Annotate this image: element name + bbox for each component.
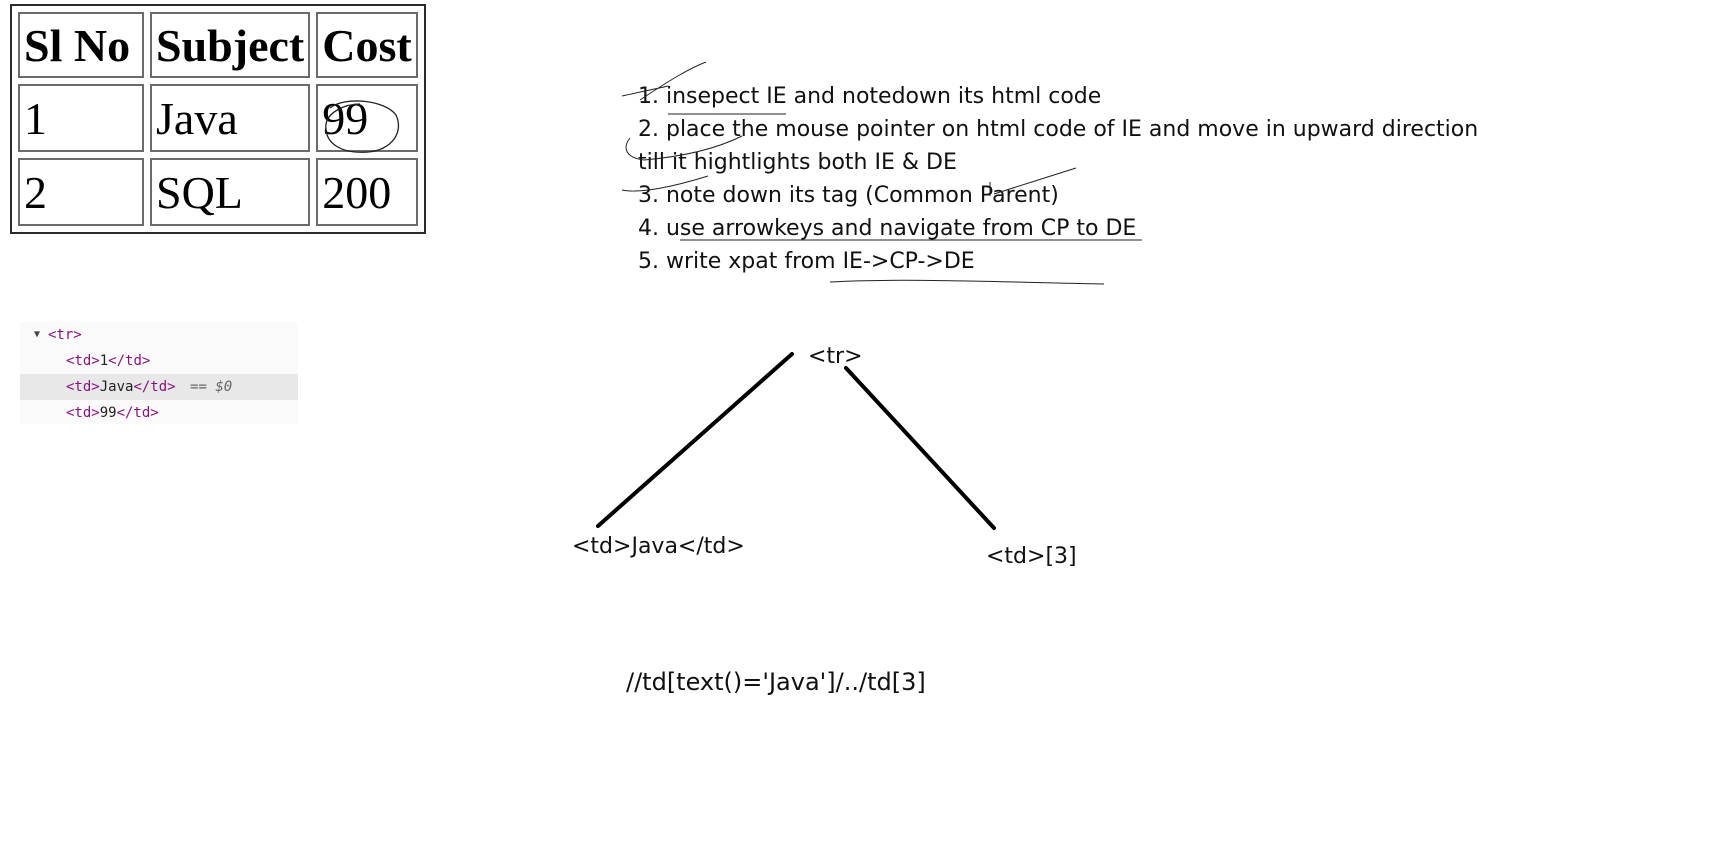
cell-subject: SQL [150, 158, 311, 226]
subject-cost-table: Sl No Subject Cost 1 Java 99 2 SQL 200 [10, 4, 426, 234]
step-3: 3. note down its tag (Common Parent) [638, 183, 1059, 208]
dom-node-td[interactable]: <td>99</td> [20, 400, 298, 426]
bracket-stroke [621, 175, 709, 192]
check-stroke [621, 61, 707, 101]
td-open-tag: <td> [66, 379, 100, 395]
td-text: 99 [99, 405, 117, 421]
td-open-tag: <td> [66, 405, 100, 421]
header-sl-no: Sl No [18, 12, 144, 78]
td-close-tag: </td> [116, 405, 159, 421]
td-text: Java [99, 379, 134, 395]
cp-marker-stroke [989, 167, 1077, 196]
cell-sl-no: 2 [18, 158, 144, 226]
expand-triangle-icon[interactable]: ▼ [34, 329, 41, 340]
table-row: 2 SQL 200 [18, 158, 418, 226]
devtools-elements-snippet: ▼ <tr> <td>1</td> <td>Java</td> == $0 <t… [20, 322, 298, 424]
tree-left-label: <td>Java</td> [572, 534, 745, 559]
bracket-stroke [625, 135, 743, 161]
header-cost: Cost [316, 12, 418, 78]
xpath-expression: //td[text()='Java']/../td[3] [626, 668, 926, 696]
underline-stroke [829, 279, 1105, 285]
cell-cost: 200 [316, 158, 418, 226]
td-open-tag: <td> [66, 353, 100, 369]
td-close-tag: </td> [133, 379, 176, 395]
tree-edge-left [596, 352, 794, 528]
step-5: 5. write xpat from IE->CP->DE [638, 249, 975, 274]
selected-node-marker: == $0 [190, 379, 233, 395]
tree-edge-right [844, 366, 996, 530]
header-subject: Subject [150, 12, 311, 78]
step-4: 4. use arrowkeys and navigate from CP to… [638, 216, 1137, 241]
step-2-continuation: till it hightlights both IE & DE [638, 150, 957, 175]
cell-sl-no: 1 [18, 84, 144, 152]
tree-root-label: <tr> [808, 344, 863, 369]
xpath-steps-list: 1. insepect IE and notedown its html cod… [638, 80, 1538, 278]
dom-node-tr[interactable]: ▼ <tr> [20, 322, 298, 348]
tree-right-label: <td>[3] [986, 544, 1077, 569]
step-1: 1. insepect IE and notedown its html cod… [638, 84, 1102, 109]
dom-node-td-selected[interactable]: <td>Java</td> == $0 [20, 374, 298, 400]
step-2: 2. place the mouse pointer on html code … [638, 117, 1479, 142]
circle-annotation [325, 100, 400, 153]
table-header-row: Sl No Subject Cost [18, 12, 418, 78]
td-text: 1 [99, 353, 109, 369]
dom-node-td[interactable]: <td>1</td> [20, 348, 298, 374]
table-row: 1 Java 99 [18, 84, 418, 152]
cell-subject: Java [150, 84, 311, 152]
tr-open-tag: <tr> [48, 327, 82, 343]
td-close-tag: </td> [108, 353, 151, 369]
